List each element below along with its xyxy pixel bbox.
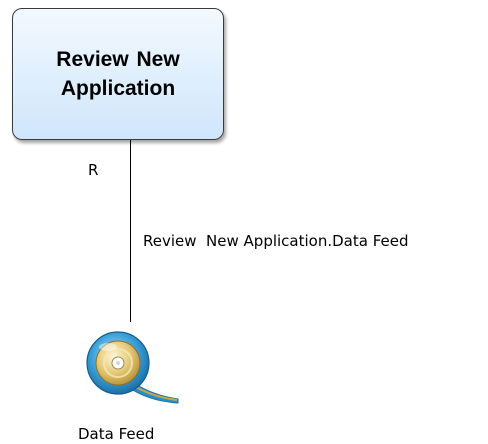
role-label: R xyxy=(88,161,99,179)
data-feed-label: Data Feed xyxy=(78,425,155,443)
data-feed-disc-icon[interactable] xyxy=(82,327,182,407)
flow-label: Review New Application.Data Feed xyxy=(143,232,409,250)
connector-line xyxy=(130,140,131,322)
task-review-new-application[interactable]: Review New Application xyxy=(12,8,224,140)
task-title: Review New Application xyxy=(56,48,180,100)
